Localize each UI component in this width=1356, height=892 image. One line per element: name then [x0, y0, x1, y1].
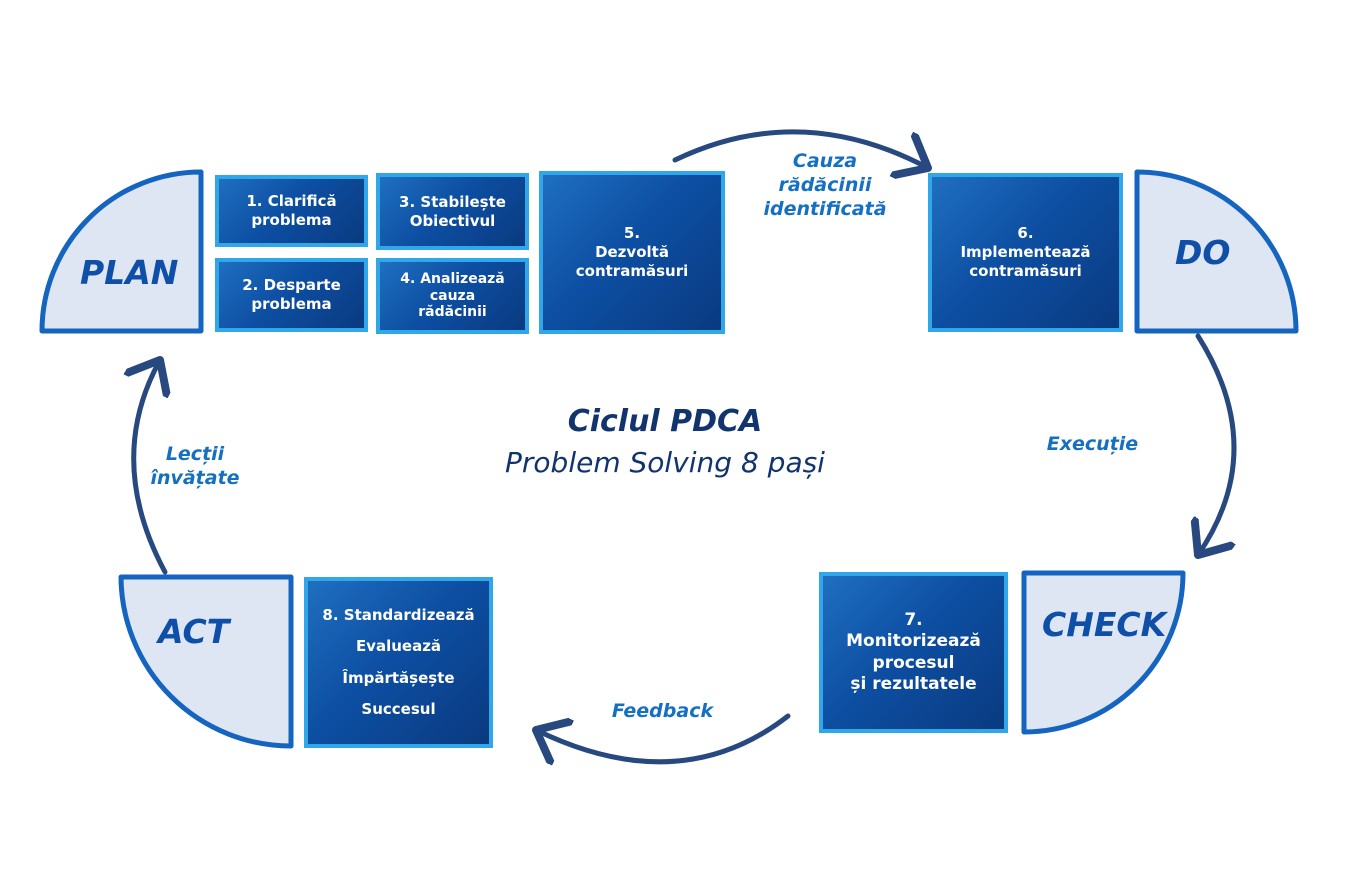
- step-3-line-2: Obiectivul: [409, 211, 496, 230]
- check-label: CHECK: [1042, 605, 1167, 644]
- step-8-box: 8. Standardizează Evaluează Împărtășește…: [304, 577, 493, 748]
- act-label: ACT: [158, 612, 230, 651]
- arrow-label-plan-to-do-line-2: rădăcinii: [778, 173, 872, 196]
- arrow-label-plan-to-do: Cauza rădăcinii identificată: [740, 150, 910, 221]
- step-6-line-3: contramăsuri: [969, 261, 1082, 280]
- step-7-line-4: și rezultatele: [850, 673, 977, 694]
- step-8-line-2: Evaluează: [355, 637, 442, 655]
- arrow-do-to-check: [1198, 333, 1237, 555]
- step-7-line-3: procesul: [872, 652, 955, 673]
- center-subtitle: Problem Solving 8 pași: [505, 446, 825, 479]
- plan-label: PLAN: [80, 253, 179, 292]
- step-4-box: 4. Analizează cauza rădăcinii: [376, 258, 529, 334]
- step-4-line-1: 4. Analizează: [400, 270, 505, 287]
- step-1-line-2: problema: [251, 211, 332, 229]
- step-1-box: 1. Clarifică problema: [215, 175, 368, 247]
- step-2-line-1: 2. Desparte: [242, 276, 341, 295]
- step-2-box: 2. Desparte problema: [215, 258, 368, 332]
- center-title: Ciclul PDCA: [567, 404, 763, 439]
- step-6-line-1: 6.: [1017, 224, 1034, 243]
- step-6-box: 6. Implementează contramăsuri: [928, 173, 1123, 332]
- step-1-line-1: 1. Clarifică: [246, 192, 337, 211]
- step-8-line-4: Succesul: [361, 700, 436, 718]
- step-8-line-1: 8. Standardizează: [322, 605, 475, 624]
- step-5-line-3: contramăsuri: [575, 261, 689, 280]
- arrow-label-do-to-check: Execuție: [1030, 433, 1155, 457]
- arrow-label-act-to-plan: Lecții învățate: [135, 443, 255, 491]
- arrow-label-act-to-plan-line-2: învățate: [150, 466, 240, 489]
- arrow-plan-to-do: [672, 129, 928, 168]
- step-4-line-3: rădăcinii: [418, 304, 487, 321]
- arrow-check-to-act: [536, 713, 791, 762]
- step-7-line-1: 7.: [904, 610, 923, 630]
- arrow-label-do-to-check-line-1: Execuție: [1046, 433, 1139, 455]
- step-6-line-2: Implementează: [960, 243, 1091, 262]
- step-7-box: 7. Monitorizează procesul și rezultatele: [819, 572, 1008, 733]
- step-7-line-2: Monitorizează: [846, 631, 981, 652]
- step-8-line-3: Împărtășește: [342, 668, 455, 687]
- arrow-label-act-to-plan-line-1: Lecții: [165, 443, 225, 465]
- do-label: DO: [1175, 233, 1231, 272]
- step-4-line-2: cauza: [429, 287, 476, 304]
- step-5-box: 5. Dezvoltă contramăsuri: [539, 171, 725, 334]
- arrow-label-check-to-act: Feedback: [595, 700, 730, 724]
- step-3-line-1: 3. Stabilește: [399, 192, 506, 211]
- check-quadrant: [1021, 570, 1186, 735]
- step-3-box: 3. Stabilește Obiectivul: [376, 173, 529, 250]
- do-quadrant: [1134, 169, 1299, 334]
- arrow-label-plan-to-do-line-3: identificată: [763, 197, 887, 220]
- act-quadrant: [118, 574, 294, 749]
- arrow-label-plan-to-do-line-1: Cauza: [792, 150, 858, 172]
- plan-quadrant: [39, 169, 204, 334]
- step-5-line-1: 5.: [623, 224, 641, 243]
- arrow-label-check-to-act-line-1: Feedback: [611, 700, 714, 722]
- arrow-act-to-plan: [134, 360, 165, 575]
- step-2-line-2: problema: [251, 295, 332, 313]
- step-5-line-2: Dezvoltă: [595, 243, 669, 262]
